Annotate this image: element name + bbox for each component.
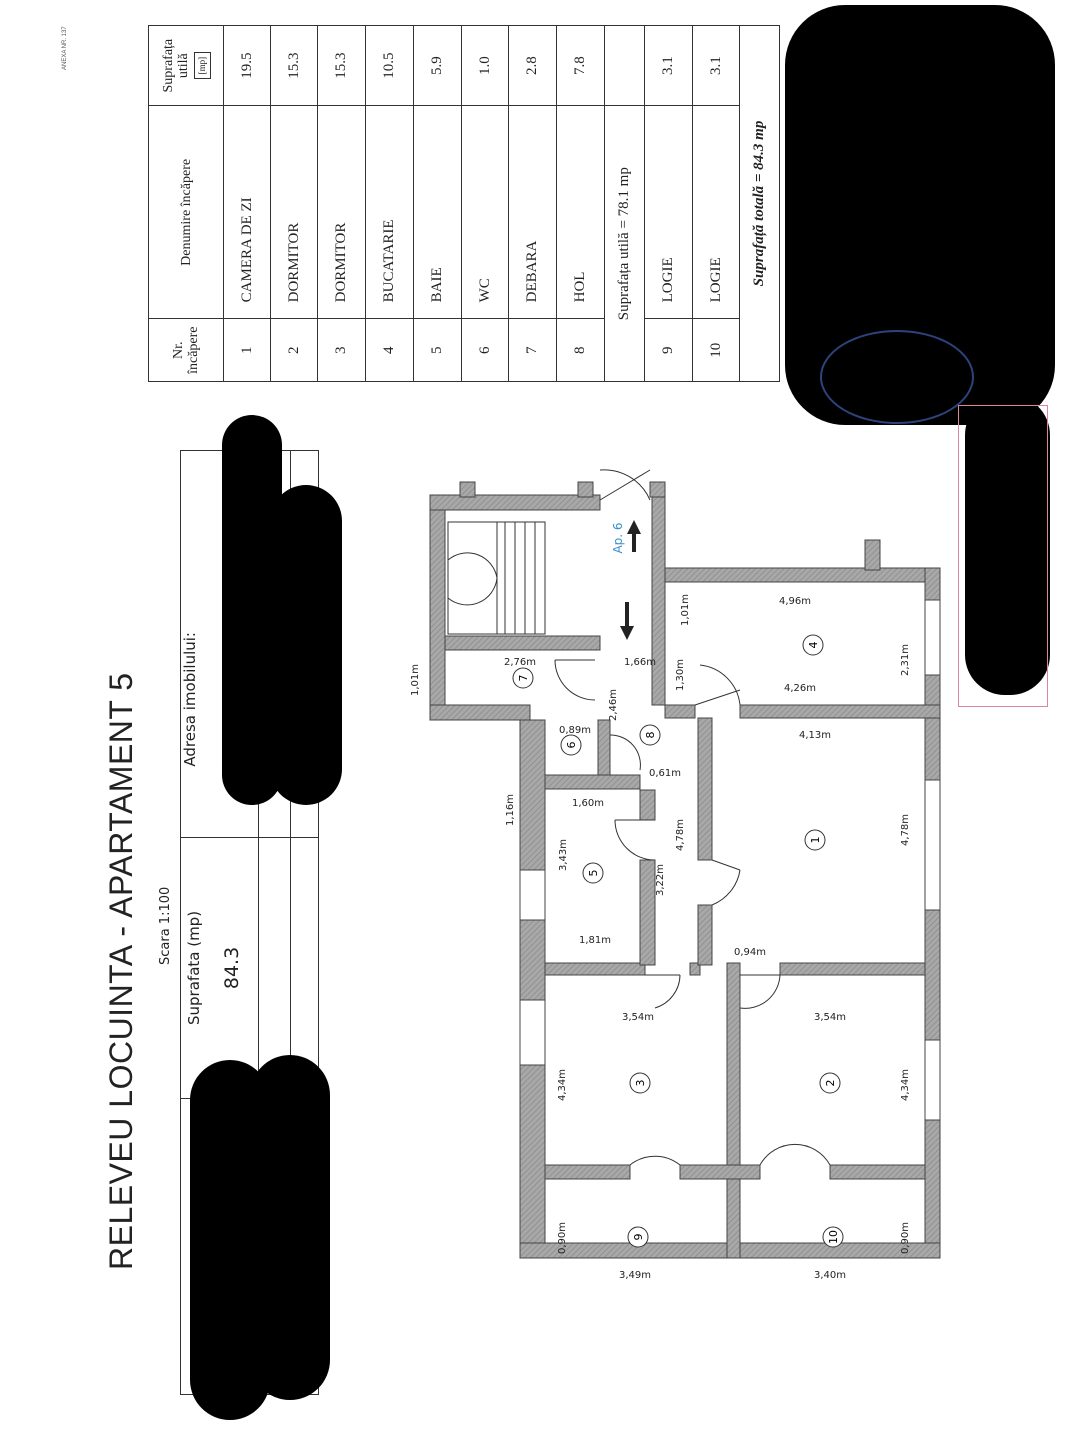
dimension-label: 2,31m: [900, 644, 911, 676]
dimension-label: 3,22m: [655, 864, 666, 896]
dimension-label: 0,90m: [900, 1222, 911, 1254]
dimension-label: 4,34m: [557, 1069, 568, 1101]
stamp: [958, 405, 1048, 707]
dimension-label: 4,34m: [900, 1069, 911, 1101]
dimension-label: 1,81m: [579, 935, 611, 946]
room-numbers: 1 2 3 4 5 6 7 8 9 10: [512, 634, 844, 1248]
room-circle: [639, 724, 661, 746]
dimension-label: 2,46m: [608, 689, 619, 721]
dimension-label: 1,60m: [572, 798, 604, 809]
dimension-label: 1,01m: [680, 594, 691, 626]
room-number: 10: [827, 1230, 840, 1244]
arrows: [620, 520, 641, 640]
dimension-label: 2,76m: [504, 657, 536, 668]
dimension-label: 4,78m: [675, 819, 686, 851]
room-number: 5: [587, 870, 600, 877]
dimension-label: 3,49m: [619, 1270, 651, 1281]
dimension-label: 3,40m: [814, 1270, 846, 1281]
room-number: 9: [632, 1234, 645, 1241]
dimension-label: 1,16m: [505, 794, 516, 826]
dimension-label: 4,13m: [799, 730, 831, 741]
dimension-label: 4,26m: [784, 683, 816, 694]
dimension-label: 1,30m: [675, 659, 686, 691]
walls: [429, 481, 941, 1259]
room-number: 1: [809, 837, 822, 844]
room-circle: [627, 1226, 649, 1248]
room-circle: [819, 1072, 841, 1094]
dimension-label: 3,54m: [814, 1012, 846, 1023]
room-circle: [822, 1226, 844, 1248]
room-circle: [560, 734, 582, 756]
stairs: [447, 521, 546, 635]
windows: [519, 599, 941, 1121]
room-number: 3: [634, 1080, 647, 1087]
room-number: 4: [807, 642, 820, 649]
dimension-label: 0,89m: [559, 725, 591, 736]
room-number: 2: [824, 1080, 837, 1087]
doors: [554, 469, 831, 1166]
dimensions: 2,76m 1,66m 1,01m 1,01m 4,96m 2,31m 4,26m 1,30m…: [410, 594, 911, 1281]
room-circle: [802, 634, 824, 656]
room-circle: [512, 667, 534, 689]
neighbor-label: Ap. 6: [611, 522, 625, 553]
dimension-label: 3,43m: [558, 839, 569, 871]
dimension-label: 3,54m: [622, 1012, 654, 1023]
dimension-label: 4,96m: [779, 596, 811, 607]
room-circle: [804, 829, 826, 851]
dimension-label: 0,61m: [649, 768, 681, 779]
room-number: 8: [644, 732, 657, 739]
room-circle: [629, 1072, 651, 1094]
dimension-label: 0,90m: [557, 1222, 568, 1254]
room-number: 7: [517, 675, 530, 682]
dimension-label: 1,66m: [624, 657, 656, 668]
round-stamp: [820, 330, 974, 424]
dimension-label: 4,78m: [900, 814, 911, 846]
room-circle: [582, 862, 604, 884]
room-number: 6: [565, 742, 578, 749]
dimension-label: 0,94m: [734, 947, 766, 958]
dimension-label: 1,01m: [410, 664, 421, 696]
